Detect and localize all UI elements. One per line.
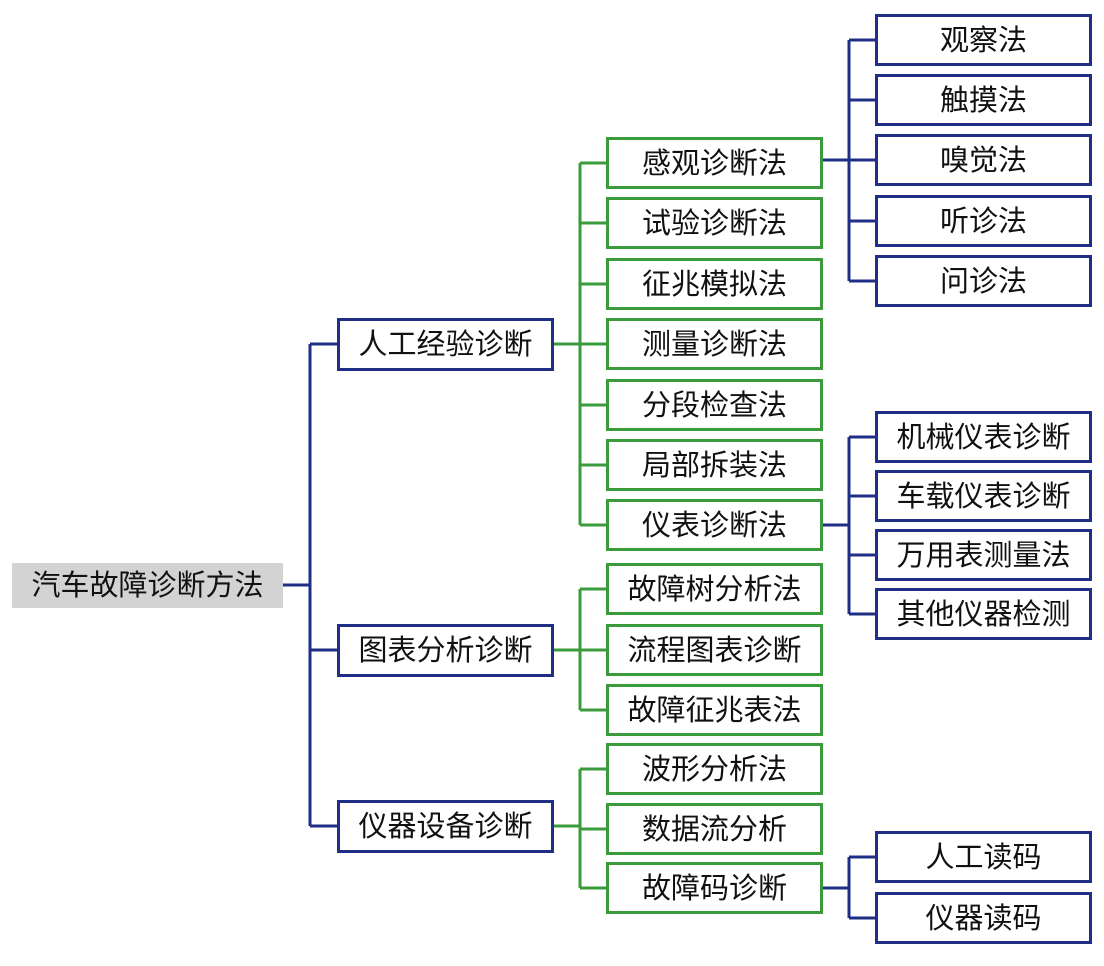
technique-node: 机械仪表诊断 (875, 411, 1092, 463)
method-node: 数据流分析 (606, 803, 823, 855)
method-node: 故障征兆表法 (606, 684, 823, 736)
technique-node: 人工读码 (875, 831, 1092, 883)
root-node: 汽车故障诊断方法 (12, 563, 283, 608)
method-node: 流程图表诊断 (606, 624, 823, 676)
method-node: 仪表诊断法 (606, 499, 823, 551)
technique-node: 万用表测量法 (875, 529, 1092, 581)
technique-node: 嗅觉法 (875, 134, 1092, 186)
method-node: 分段检查法 (606, 379, 823, 431)
technique-node: 车载仪表诊断 (875, 470, 1092, 522)
category-node-instrument-equipment: 仪器设备诊断 (337, 800, 554, 853)
method-node: 试验诊断法 (606, 197, 823, 249)
technique-node: 其他仪器检测 (875, 588, 1092, 640)
method-node: 感观诊断法 (606, 137, 823, 189)
technique-node: 听诊法 (875, 195, 1092, 247)
technique-node: 仪器读码 (875, 892, 1092, 944)
technique-node: 问诊法 (875, 255, 1092, 307)
method-node: 故障树分析法 (606, 563, 823, 615)
technique-node: 观察法 (875, 14, 1092, 66)
method-node: 测量诊断法 (606, 318, 823, 370)
method-node: 故障码诊断 (606, 862, 823, 914)
category-node-manual-experience: 人工经验诊断 (337, 318, 554, 371)
method-node: 征兆模拟法 (606, 258, 823, 310)
category-node-chart-analysis: 图表分析诊断 (337, 624, 554, 677)
technique-node: 触摸法 (875, 74, 1092, 126)
method-node: 波形分析法 (606, 743, 823, 795)
method-node: 局部拆装法 (606, 439, 823, 491)
